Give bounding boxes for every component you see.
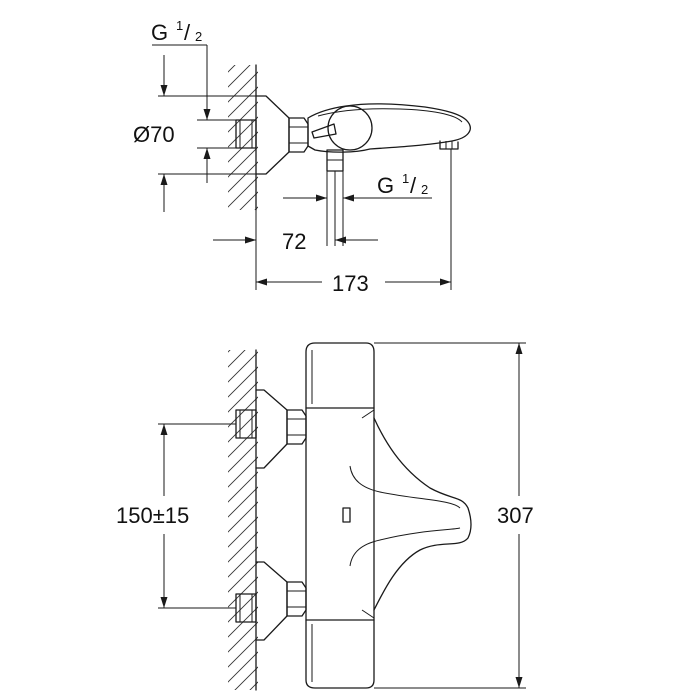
thread-top-denominator: 2 [195,29,202,44]
dimension-173-label: 173 [332,271,369,296]
inlet-connector [235,119,257,149]
outlet-aerator [342,507,351,523]
wall-hatching-bottom [228,350,258,690]
thread-bottom-denominator: 2 [421,182,428,197]
spout-outlet [439,140,459,150]
thread-bottom-numerator: 1 [402,171,409,186]
thread-bottom-main: G [377,173,394,198]
thread-top-slash: / [184,20,191,45]
dimension-72 [213,171,378,290]
top-handle [305,342,375,409]
dimension-150-label: 150±15 [116,503,189,528]
dimension-150 [158,423,236,609]
dimension-72-label: 72 [282,229,306,254]
inlet-upper [235,389,307,469]
thread-top-leader [152,44,236,183]
hex-nut-side [288,117,309,153]
escutcheon-side [255,95,290,175]
control-knob-side [327,105,373,151]
diameter-label: Ø70 [133,122,175,147]
dimension-173 [256,149,452,290]
dimension-307-label: 307 [497,503,534,528]
spout-front [373,417,472,611]
front-view: 307 150±15 [116,342,534,691]
thread-bottom-slash: / [410,173,417,198]
thread-bottom-leader [283,171,432,246]
dimension-307 [374,342,526,689]
mixer-body-front [305,407,375,621]
thread-top-main: G [151,20,168,45]
thread-top-numerator: 1 [176,18,183,33]
bottom-handle [305,619,375,689]
side-view: Ø70 G 1 / 2 G 1 / 2 [133,18,471,296]
lever-side [311,123,337,139]
